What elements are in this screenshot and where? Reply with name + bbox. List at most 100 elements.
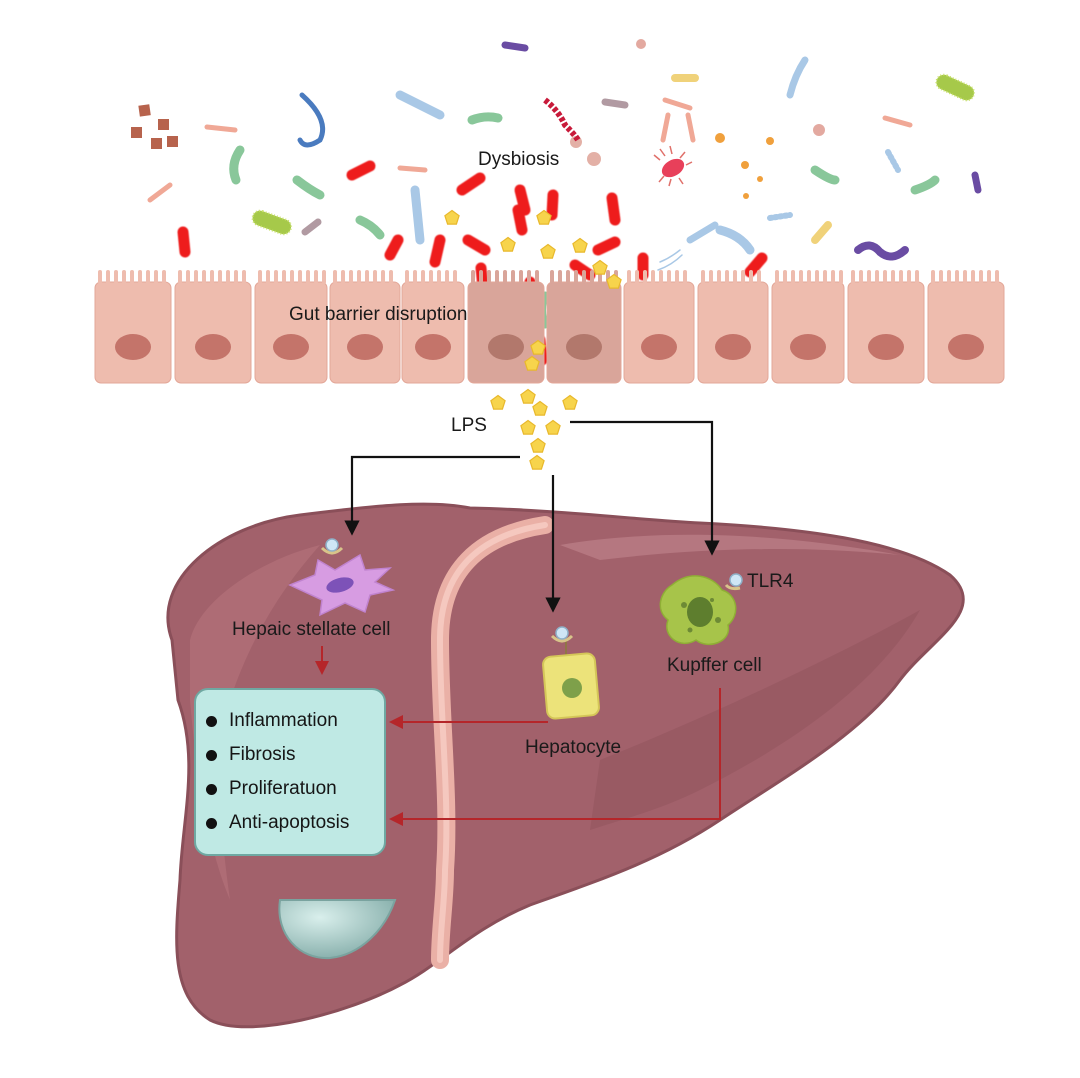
virus-icon	[636, 39, 646, 49]
epithelial-cell	[254, 281, 328, 384]
cell-nucleus	[273, 334, 309, 360]
red-spiky-bacterium-icon	[653, 145, 693, 187]
microvillus	[162, 270, 166, 284]
microvillus	[429, 270, 433, 284]
lps-molecule-icon	[500, 236, 516, 252]
cell-nucleus	[566, 334, 602, 360]
microvillus	[322, 270, 326, 284]
microvillus	[891, 270, 895, 284]
microvillus	[659, 270, 663, 284]
microvillus	[487, 270, 491, 284]
microvillus	[799, 270, 803, 284]
lps-arrows	[344, 420, 720, 613]
microvillus	[226, 270, 230, 284]
output-arrows	[315, 646, 721, 826]
epithelial-cell	[927, 281, 1005, 384]
epithelial-cell	[847, 281, 925, 384]
microvillus	[859, 270, 863, 284]
liver	[166, 502, 965, 1029]
microvillus	[883, 270, 887, 284]
lps-molecule-icon	[562, 394, 578, 410]
kupffer-cell-label: Kupffer cell	[667, 655, 762, 676]
microvillus	[471, 270, 475, 284]
lps-molecule-icon	[490, 394, 506, 410]
cell-nucleus	[948, 334, 984, 360]
commensal-bacteria	[147, 41, 982, 271]
outcome-item: Fibrosis	[206, 738, 384, 772]
particle-dot	[587, 152, 601, 166]
microvillus	[445, 270, 449, 284]
microvillus	[210, 270, 214, 284]
microvillus	[831, 270, 835, 284]
microvillus	[558, 270, 562, 284]
particle-squares-icon	[131, 104, 178, 149]
microvillus	[709, 270, 713, 284]
microvillus	[535, 270, 539, 284]
cell-nucleus	[715, 334, 751, 360]
microvillus	[349, 270, 353, 284]
lps-molecule-icon	[529, 454, 545, 470]
lps-molecule-icon	[520, 388, 536, 404]
microvillus	[955, 270, 959, 284]
outcome-label: Proliferatuon	[229, 778, 337, 799]
microvillus	[815, 270, 819, 284]
microvillus	[519, 270, 523, 284]
microvillus	[651, 270, 655, 284]
microvillus	[146, 270, 150, 284]
microvillus	[939, 270, 943, 284]
microvillus	[627, 270, 631, 284]
lps-molecule-icon	[606, 273, 622, 289]
microvillus	[566, 270, 570, 284]
microvillus	[421, 270, 425, 284]
microvillus	[341, 270, 345, 284]
lps-molecule-icon	[524, 355, 540, 371]
microvillus	[437, 270, 441, 284]
microvillus	[290, 270, 294, 284]
microvillus	[453, 270, 457, 284]
microvillus	[381, 270, 385, 284]
microvillus	[258, 270, 262, 284]
cell-nucleus	[347, 334, 383, 360]
outcomes-box: Inflammation Fibrosis Proliferatuon Anti…	[194, 688, 386, 856]
microvillus	[122, 270, 126, 284]
lps-label: LPS	[451, 415, 487, 436]
microvillus	[749, 270, 753, 284]
microvillus	[867, 270, 871, 284]
cell-nucleus	[488, 334, 524, 360]
microvillus	[130, 270, 134, 284]
microvillus	[971, 270, 975, 284]
microvillus	[138, 270, 142, 284]
microvillus	[357, 270, 361, 284]
lps-molecule-icon	[536, 209, 552, 225]
bullet-icon	[206, 783, 217, 795]
hepatic-stellate-cell-icon	[288, 553, 396, 617]
epithelial-cell	[329, 281, 401, 384]
microvillus	[757, 270, 761, 284]
microvillus	[931, 270, 935, 284]
arrow-lps-to-stellate	[344, 455, 520, 536]
dysbiosis-label: Dysbiosis	[478, 149, 560, 170]
microvillus	[314, 270, 318, 284]
bullet-icon	[206, 715, 217, 727]
cell-nucleus	[195, 334, 231, 360]
gallbladder-icon	[278, 899, 397, 960]
hepatocyte-icon	[542, 640, 600, 720]
lps-molecule-icon	[444, 209, 460, 225]
microvillus	[98, 270, 102, 284]
cell-nucleus	[415, 334, 451, 360]
microvillus	[274, 270, 278, 284]
hepatocyte-label: Hepatocyte	[525, 737, 622, 758]
epithelial-cell	[174, 281, 252, 384]
microvillus	[915, 270, 919, 284]
microvillus	[590, 270, 594, 284]
microvillus	[194, 270, 198, 284]
microvillus	[725, 270, 729, 284]
gut-epithelium	[94, 270, 1005, 384]
microvillus	[389, 270, 393, 284]
epithelial-cell	[401, 281, 465, 384]
microvillus	[899, 270, 903, 284]
lps-molecule-icon	[545, 419, 561, 435]
metabolite-dots	[715, 133, 774, 199]
epithelial-cell	[697, 281, 769, 384]
lps-molecule-icon	[532, 400, 548, 416]
